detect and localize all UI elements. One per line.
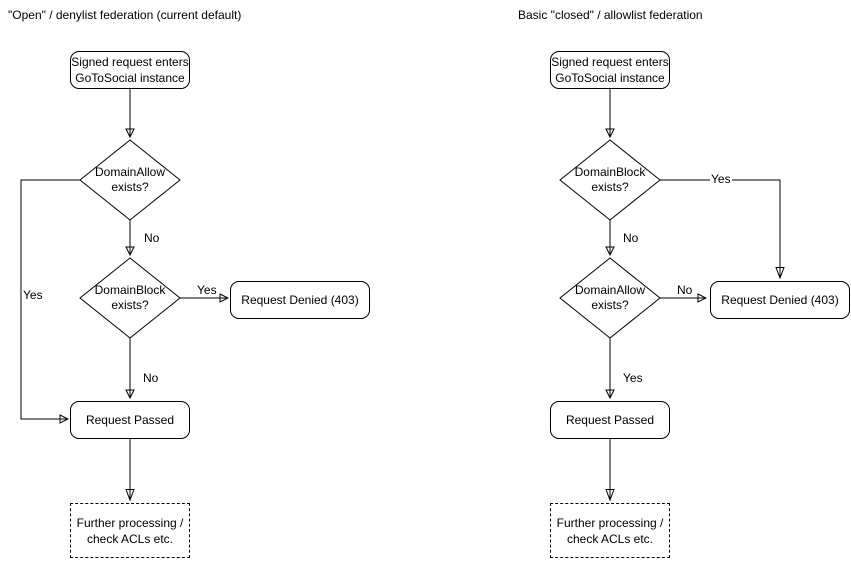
diagram-title-open-denylist: "Open" / denylist federation (current de…	[8, 8, 242, 22]
edge-label-yes: Yes	[710, 172, 732, 186]
edge-label-no: No	[142, 371, 160, 385]
passed-node-left: Request Passed	[70, 401, 190, 439]
denied-node-label: Request Denied (403)	[721, 293, 839, 307]
decision2-diamond-right	[559, 257, 661, 339]
denied-node-left: Request Denied (403)	[230, 281, 370, 319]
edge-label-no: No	[143, 231, 161, 245]
edge-label-yes: Yes	[622, 371, 644, 385]
decision1-diamond-left	[79, 139, 181, 221]
passed-node-right: Request Passed	[550, 401, 670, 439]
edge-label-yes: Yes	[196, 283, 218, 297]
denied-node-right: Request Denied (403)	[710, 281, 850, 319]
edge-left-decision1-yes-loop	[20, 179, 80, 419]
further-processing-label: Further processing / check ACLs etc.	[76, 515, 184, 546]
edge-label-yes: Yes	[22, 288, 44, 302]
further-processing-label: Further processing / check ACLs etc.	[556, 515, 664, 546]
edge-right-decision1-yes	[660, 179, 780, 278]
decision2-diamond-left	[79, 257, 181, 339]
start-node-label: Signed request enters GoToSocial instanc…	[551, 55, 669, 85]
passed-node-label: Request Passed	[85, 413, 175, 427]
start-node-label: Signed request enters GoToSocial instanc…	[71, 55, 189, 85]
further-processing-node-left: Further processing / check ACLs etc.	[70, 503, 190, 558]
diagram-title-closed-allowlist: Basic "closed" / allowlist federation	[518, 8, 703, 22]
denied-node-label: Request Denied (403)	[241, 293, 359, 307]
passed-node-label: Request Passed	[565, 413, 655, 427]
start-node-left: Signed request enters GoToSocial instanc…	[70, 51, 190, 89]
start-node-right: Signed request enters GoToSocial instanc…	[550, 51, 670, 89]
edge-label-no: No	[622, 231, 640, 245]
edge-label-no: No	[676, 283, 694, 297]
decision1-diamond-right	[559, 139, 661, 221]
further-processing-node-right: Further processing / check ACLs etc.	[550, 503, 670, 558]
